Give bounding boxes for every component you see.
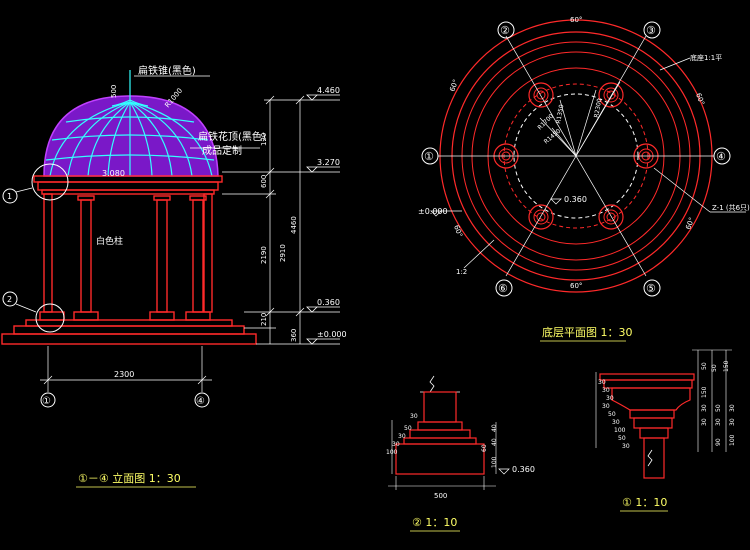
detail-1-dim-l7: 50 (618, 435, 626, 442)
detail-2-dim-l0: 30 (410, 413, 418, 420)
plan-axis-3: ③ (646, 24, 656, 37)
detail-callout-circle-1[interactable] (31, 163, 69, 201)
plan-angle-left: 60° (448, 78, 460, 92)
plan-radius-2: R2300 (593, 98, 603, 119)
detail-2-dim-r0: 40 (491, 424, 498, 432)
detail-2-title: ② 1：10 (412, 516, 457, 529)
plan-axis-lines (438, 35, 714, 277)
detail-1-dim-l6: 100 (614, 427, 626, 434)
plan-angle-ll: 60° (452, 224, 464, 238)
elev-base: 0.360 (317, 298, 340, 307)
detail-tag-2: 2 (7, 295, 12, 304)
base-steps (1, 319, 257, 345)
detail-2-dim-l1: 50 (404, 425, 412, 432)
plan-angle-top: 60° (570, 16, 582, 24)
plan-angle-lr: 60° (684, 216, 696, 230)
detail-1-dim-l5: 30 (612, 419, 620, 426)
label-finial: 扁铁锥(黑色) (138, 64, 196, 77)
detail-1-dim-r7: 30 (729, 418, 736, 426)
detail-2-dim-width: 500 (434, 492, 447, 500)
detail-2-dim-r2: 60 (481, 444, 488, 452)
dim-v-2910: 2910 (279, 244, 287, 262)
detail-2-elev: 0.360 (512, 465, 535, 474)
plan-elev-outer: ±0.000 (418, 207, 448, 216)
plan-angle-bottom: 60° (570, 282, 582, 290)
detail-2-dim-r3: 100 (491, 456, 498, 468)
elevation-view: 1 2 扁铁锥(黑色) 扁铁花顶(黑色) 成品定制 白色柱 500 R1000 … (1, 64, 347, 488)
detail-1-dim-l1: 30 (602, 387, 610, 394)
detail-1-dim-r3: 50 (715, 404, 722, 412)
plan-axis-5: ⑤ (646, 282, 656, 295)
elevation-marks (306, 94, 340, 345)
detail-2-dim-r1: 40 (491, 438, 498, 446)
plan-view: ① ④ ② ③ ⑤ ⑥ 60° 60° 60° 60° 60° 60° R135… (418, 16, 750, 342)
detail-1-dim-r9: 100 (729, 434, 736, 446)
detail-2-view: 30 50 30 30 100 40 40 60 100 500 0.360 ②… (386, 375, 535, 532)
plan-angle-right: 60° (694, 92, 706, 106)
plan-axis-4: ④ (716, 150, 726, 163)
detail-1-dim-r1: 150 (701, 386, 708, 398)
plan-axis-1: ① (424, 150, 434, 163)
label-column: 白色柱 (96, 235, 123, 247)
detail-1-dim-r5: 30 (701, 418, 708, 426)
label-dome: 扁铁花顶(黑色) (198, 130, 266, 143)
dim-v-2190: 2190 (260, 246, 268, 264)
detail-1-dim-l2: 30 (606, 395, 614, 402)
elev-cornice: 3.270 (317, 158, 340, 167)
dim-v-120: 120 (260, 133, 268, 146)
plan-ref-right: Z-1 (共6只) (712, 203, 750, 212)
plan-ref-top: 底座1:1平 (690, 53, 722, 62)
plan-axis-2: ② (500, 24, 510, 37)
plan-title: 底层平面图 1：30 (542, 325, 633, 339)
detail-callout-circle-2[interactable] (35, 303, 65, 333)
dim-width: 2300 (114, 370, 134, 379)
detail-1-dim-t1: 150 (723, 360, 730, 372)
detail-1-dim-l0: 30 (598, 379, 606, 386)
elev-top: 4.460 (317, 86, 340, 95)
detail-2-dim-l3: 30 (392, 441, 400, 448)
detail-2-dim-l2: 30 (398, 433, 406, 440)
dim-v-4460: 4460 (290, 216, 298, 234)
finial (111, 70, 149, 107)
detail-tag-1: 1 (7, 192, 12, 201)
detail-1-dim-r2: 30 (701, 404, 708, 412)
dim-finial: 500 (110, 85, 118, 98)
plan-slope: 1:2 (456, 268, 467, 276)
label-dome-custom: 成品定制 (202, 144, 242, 157)
detail-1-dim-l3: 30 (602, 403, 610, 410)
detail-1-dim-r6: 30 (715, 418, 722, 426)
detail-1-dim-r4: 30 (729, 404, 736, 412)
dim-v-360: 360 (290, 329, 298, 342)
elev-cap-label: 3.080 (102, 169, 125, 178)
detail-1-dim-r8: 90 (715, 438, 722, 446)
columns (39, 193, 213, 321)
detail-1-dim-l4: 50 (608, 411, 616, 418)
detail-1-view: 50 150 30 30 30 30 50 30 100 50 30 50 15… (595, 349, 736, 512)
cornice (33, 175, 223, 195)
elevation-dimensions (222, 95, 340, 345)
plan-radius-1: R1350 (555, 104, 565, 125)
plan-axis-6: ⑥ (498, 282, 508, 295)
detail-1-dim-l8: 30 (622, 443, 630, 450)
elev-ground: ±0.000 (317, 330, 347, 339)
dim-v-600: 600 (260, 175, 268, 188)
dim-v-210: 210 (260, 313, 268, 326)
detail-1-dim-t0: 50 (711, 364, 718, 372)
axis-1-elevation: ① (42, 396, 51, 407)
detail-2-dim-l4: 100 (386, 449, 398, 456)
detail-1-dim-r0: 50 (701, 362, 708, 370)
axis-4-elevation: ④ (196, 396, 205, 407)
elevation-title: ①－④ 立面图 1：30 (78, 471, 181, 485)
dome-ribs (45, 101, 215, 177)
plan-elev-inner: 0.360 (564, 195, 587, 204)
detail-1-title: ① 1：10 (622, 496, 667, 509)
